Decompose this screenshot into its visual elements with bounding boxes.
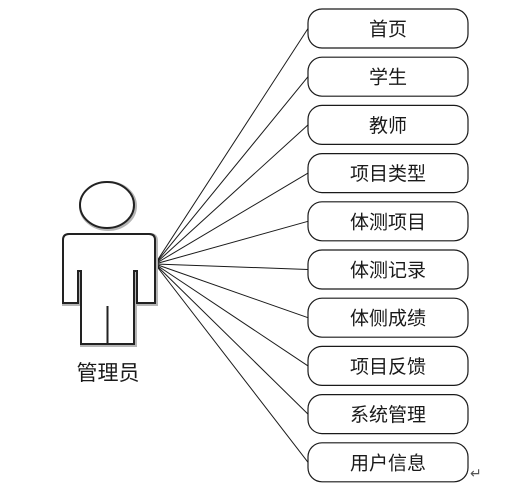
use-case-box <box>307 345 469 386</box>
use-case-label: 项目反馈 <box>350 356 426 378</box>
use-case-box <box>307 8 469 49</box>
use-case-box <box>307 394 469 435</box>
use-case-box <box>307 442 469 483</box>
use-case-label: 教师 <box>369 115 407 137</box>
use-case-box <box>307 297 469 338</box>
connector-line <box>154 172 309 265</box>
use-case-box <box>307 56 469 97</box>
connector-line <box>154 220 309 265</box>
use-case: 首页 <box>307 8 469 49</box>
connector-line <box>154 263 309 270</box>
use-case-label: 系统管理 <box>350 404 426 426</box>
use-case-label: 体测记录 <box>350 260 426 282</box>
use-case: 体测项目 <box>307 201 469 242</box>
connector-line <box>154 28 309 265</box>
use-case: 体侧成绩 <box>307 297 469 338</box>
use-case: 教师 <box>307 104 469 146</box>
use-case-box <box>307 249 469 290</box>
connector-lines <box>154 28 309 463</box>
use-case: 用户信息 <box>307 442 469 483</box>
connector-line <box>154 263 309 319</box>
use-case-label: 学生 <box>369 67 407 89</box>
paragraph-mark: ↵ <box>470 466 482 482</box>
use-case-label: 体测项目 <box>350 211 426 233</box>
connector-line <box>154 263 309 367</box>
use-case-box <box>307 201 469 242</box>
use-case: 系统管理 <box>307 394 469 435</box>
connector-line <box>154 263 309 463</box>
use-case: 体测记录 <box>307 249 469 290</box>
use-case-label: 用户信息 <box>350 452 426 474</box>
actor-label: 管理员 <box>77 361 140 385</box>
connector-line <box>154 263 309 415</box>
use-case-label: 项目类型 <box>350 163 426 185</box>
use-case-box <box>307 104 469 146</box>
connector-line <box>154 76 309 265</box>
use-case-box <box>307 153 469 194</box>
actor <box>62 181 158 347</box>
use-case-label: 首页 <box>369 19 407 41</box>
use-case: 项目反馈 <box>307 345 469 386</box>
connector-line <box>154 124 309 265</box>
use-case: 项目类型 <box>307 153 469 194</box>
actor-body <box>62 233 156 345</box>
use-case-label: 体侧成绩 <box>350 308 426 330</box>
use-case: 学生 <box>307 56 469 97</box>
actor-head <box>79 181 135 229</box>
